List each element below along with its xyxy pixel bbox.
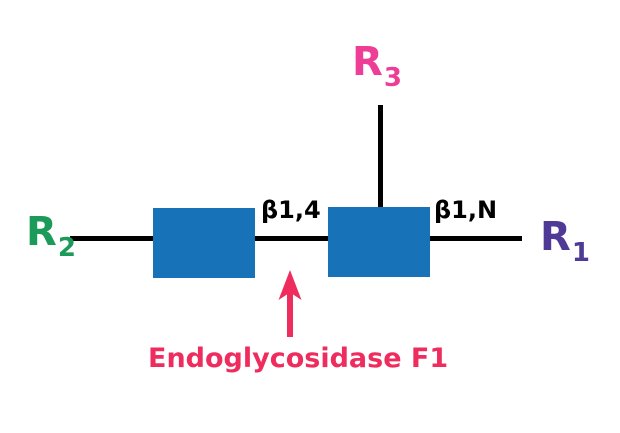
bond-label-beta-1-n: β1,N [434,196,498,224]
residue-r2-base: R [26,209,57,255]
residue-label-r3: R3 [352,39,402,91]
horizontal-bond-line [70,236,522,241]
vertical-bond-line-r3 [378,105,383,210]
residue-label-r1: R1 [540,214,590,266]
residue-r2-subscript: 2 [57,233,76,263]
residue-r3-base: R [352,39,383,85]
bond-label-beta-1-4: β1,4 [261,196,321,224]
sugar-square-left [153,208,255,278]
residue-r1-subscript: 1 [571,238,590,268]
residue-r3-subscript: 3 [383,63,402,93]
cleavage-arrow-icon [275,270,305,338]
residue-r1-base: R [540,214,571,260]
residue-label-r2: R2 [26,209,76,261]
sugar-square-right [328,207,430,277]
enzyme-label: Endoglycosidase F1 [148,343,449,374]
